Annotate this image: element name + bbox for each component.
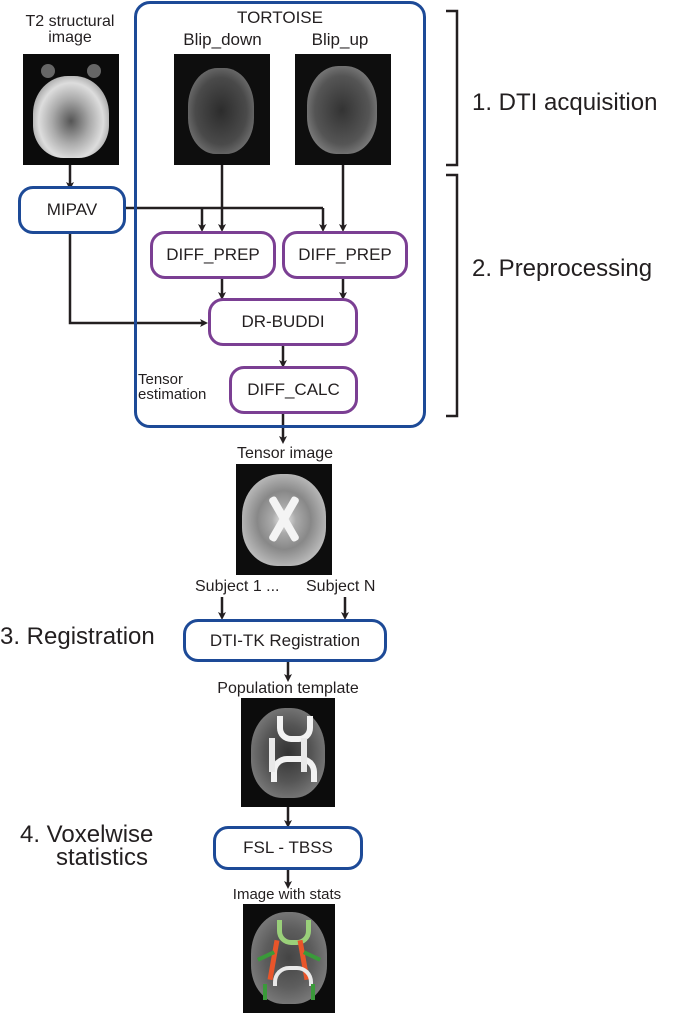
blip-down-image xyxy=(174,54,270,165)
tortoise-frame xyxy=(134,1,426,428)
diff-prep-right-node: DIFF_PREP xyxy=(282,231,408,279)
diff-prep-left-node: DIFF_PREP xyxy=(150,231,276,279)
t2-structural-image xyxy=(23,54,119,165)
tortoise-title: TORTOISE xyxy=(237,8,323,27)
subject-1-label: Subject 1 ... xyxy=(195,578,280,595)
population-template-label: Population template xyxy=(217,680,359,697)
population-template-image xyxy=(241,698,335,807)
stage-voxelwise-line1: 4. Voxelwise xyxy=(20,821,154,848)
bracket-dti-acquisition xyxy=(446,9,459,167)
image-with-stats xyxy=(243,904,335,1013)
bracket-preprocessing xyxy=(446,173,459,418)
fsl-tbss-node: FSL - TBSS xyxy=(213,826,363,870)
stage-registration: 3. Registration xyxy=(0,623,155,650)
diff-calc-node: DIFF_CALC xyxy=(229,366,358,414)
stage-preprocessing: 2. Preprocessing xyxy=(472,255,653,282)
blip-up-label: Blip_up xyxy=(311,30,369,49)
tensor-image xyxy=(236,464,332,575)
blip-up-image xyxy=(295,54,391,165)
dr-buddi-node: DR-BUDDI xyxy=(208,298,358,346)
subject-n-label: Subject N xyxy=(306,578,376,595)
stage-voxelwise-line2: statistics xyxy=(56,844,149,871)
stage-dti-acquisition: 1. DTI acquisition xyxy=(472,89,658,116)
tensor-image-label: Tensor image xyxy=(236,445,334,462)
t2-label-line2: image xyxy=(48,29,92,46)
tensor-estimation-line1: Tensor xyxy=(138,371,184,388)
mipav-node: MIPAV xyxy=(18,186,126,234)
blip-down-label: Blip_down xyxy=(183,30,262,49)
image-with-stats-label: Image with stats xyxy=(232,886,342,903)
dtitk-registration-node: DTI-TK Registration xyxy=(183,619,387,662)
t2-label-line1: T2 structural xyxy=(25,13,115,30)
arrow-mipav-to-dr-buddi xyxy=(68,233,208,327)
tensor-estimation-line2: estimation xyxy=(138,386,207,403)
